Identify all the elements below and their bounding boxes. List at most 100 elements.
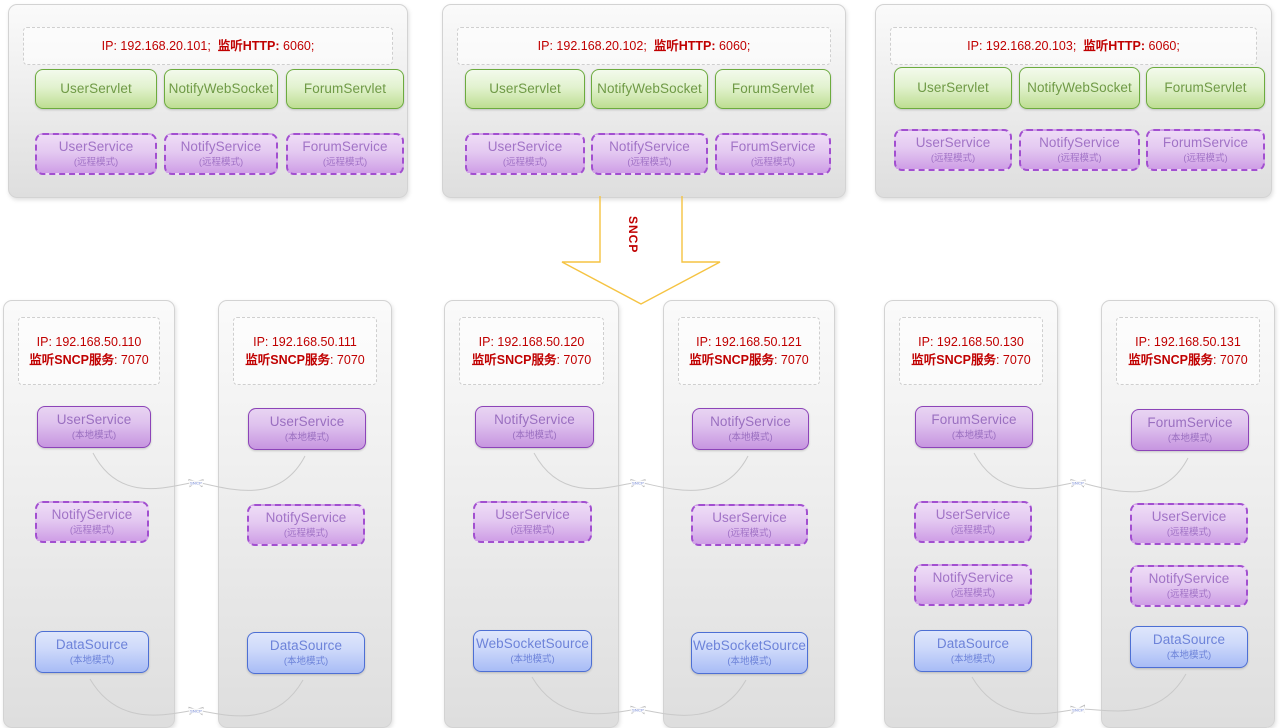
node-title: ForumServlet [1164, 80, 1247, 96]
node-title: NotifyService [1148, 571, 1230, 587]
service-host-panel-121: IP: 192.168.50.121 监听SNCP服务: 7070 Notify… [663, 300, 835, 728]
host-listen-label: 监听HTTP: [1083, 38, 1146, 53]
node-forumservlet[interactable]: ForumServlet [715, 69, 831, 109]
node-title: ForumService [931, 412, 1017, 428]
node-notifyservice-remote[interactable]: NotifyService (远程模式) [914, 564, 1032, 606]
node-notifyservice-remote[interactable]: NotifyService (远程模式) [35, 501, 149, 543]
node-title: NotifyService [180, 139, 262, 155]
node-userservlet[interactable]: UserServlet [894, 67, 1012, 109]
host-listen-label: 监听HTTP: [217, 38, 280, 53]
host-listen-port: : 7070 [329, 353, 365, 367]
node-notifyservice-remote[interactable]: NotifyService (远程模式) [247, 504, 365, 546]
host-listen-port: : 7070 [556, 353, 592, 367]
node-mode: (远程模式) [198, 157, 244, 169]
host-ip-header: IP: 192.168.20.101; 监听HTTP: 6060; [23, 27, 393, 65]
host-listen-port: : 7070 [995, 353, 1031, 367]
node-userservlet[interactable]: UserServlet [465, 69, 585, 109]
node-mode: (本地模式) [71, 430, 117, 442]
node-mode: (本地模式) [728, 432, 773, 444]
node-title: ForumServlet [731, 81, 815, 97]
node-notifywebsocket[interactable]: NotifyWebSocket [1019, 67, 1140, 109]
node-notifywebsocket[interactable]: NotifyWebSocket [164, 69, 278, 109]
host-ip-text: IP: 192.168.50.121 [696, 334, 802, 349]
node-userservice-remote[interactable]: UserService (远程模式) [914, 501, 1032, 543]
node-notifyservice-remote[interactable]: NotifyService (远程模式) [591, 133, 708, 175]
node-mode: (远程模式) [950, 588, 996, 600]
node-userservice-local[interactable]: UserService (本地模式) [37, 406, 151, 448]
node-notifywebsocket[interactable]: NotifyWebSocket [591, 69, 708, 109]
node-mode: (本地模式) [283, 656, 329, 668]
arc-label-sncp: SNCP [1071, 480, 1085, 486]
node-mode: (本地模式) [1166, 650, 1212, 662]
node-title: NotifyService [51, 507, 133, 523]
node-notifyservice-local[interactable]: NotifyService (本地模式) [475, 406, 594, 448]
node-forumservice-remote[interactable]: ForumService (远程模式) [286, 133, 404, 175]
node-mode: (远程模式) [322, 157, 368, 169]
node-userservice-remote[interactable]: UserService (远程模式) [465, 133, 585, 175]
node-forumservice-local[interactable]: ForumService (本地模式) [915, 406, 1033, 448]
node-mode: (远程模式) [69, 525, 115, 537]
node-title: NotifyService [710, 414, 791, 430]
node-title: NotifyWebSocket [1027, 80, 1132, 96]
node-userservice-remote[interactable]: UserService (远程模式) [473, 501, 592, 543]
node-notifyservice-remote[interactable]: NotifyService (远程模式) [1019, 129, 1140, 171]
host-listen-label: 监听SNCP服务 [689, 353, 774, 367]
host-listen-port: : 7070 [1212, 353, 1248, 367]
node-title: DataSource [269, 638, 343, 654]
node-datasource-local[interactable]: DataSource (本地模式) [247, 632, 365, 674]
node-userservice-remote[interactable]: UserService (远程模式) [894, 129, 1012, 171]
node-userservlet[interactable]: UserServlet [35, 69, 157, 109]
node-title: UserService [58, 139, 134, 155]
host-listen-port: 6060; [719, 38, 751, 53]
node-mode: (远程模式) [727, 528, 772, 540]
host-ip-header: IP: 192.168.20.103; 监听HTTP: 6060; [890, 27, 1257, 65]
web-host-panel-3: IP: 192.168.20.103; 监听HTTP: 6060; UserSe… [875, 4, 1272, 198]
host-listen-label: 监听SNCP服务 [29, 353, 114, 367]
web-host-panel-2: IP: 192.168.20.102; 监听HTTP: 6060; UserSe… [442, 4, 846, 198]
node-userservice-remote[interactable]: UserService (远程模式) [691, 504, 808, 546]
node-title: ForumService [1147, 415, 1233, 431]
node-title: ForumService [302, 139, 388, 155]
node-websocketsource-local[interactable]: WebSocketSource (本地模式) [473, 630, 592, 672]
host-ip-header: IP: 192.168.20.102; 监听HTTP: 6060; [457, 27, 831, 65]
node-title: ForumService [1162, 135, 1249, 151]
node-mode: (远程模式) [283, 528, 329, 540]
node-title: ForumService [730, 139, 816, 155]
node-notifyservice-local[interactable]: NotifyService (本地模式) [692, 408, 809, 450]
node-mode: (远程模式) [930, 153, 976, 165]
node-title: UserServlet [917, 80, 989, 96]
arc-label-sncp: SNCP [1071, 707, 1085, 713]
service-host-panel-110: IP: 192.168.50.110 监听SNCP服务: 7070 UserSe… [3, 300, 175, 728]
node-mode: (远程模式) [1166, 527, 1212, 539]
node-title: UserService [915, 135, 991, 151]
service-host-panel-120: IP: 192.168.50.120 监听SNCP服务: 7070 Notify… [444, 300, 619, 728]
node-userservice-remote[interactable]: UserService (远程模式) [1130, 503, 1248, 545]
node-userservice-remote[interactable]: UserService (远程模式) [35, 133, 157, 175]
node-title: NotifyWebSocket [168, 81, 274, 97]
node-datasource-local[interactable]: DataSource (本地模式) [1130, 626, 1248, 668]
node-notifyservice-remote[interactable]: NotifyService (远程模式) [1130, 565, 1248, 607]
host-listen-label: 监听SNCP服务 [1128, 353, 1213, 367]
node-datasource-local[interactable]: DataSource (本地模式) [914, 630, 1032, 672]
node-mode: (远程模式) [510, 525, 555, 537]
host-listen-label: 监听SNCP服务 [245, 353, 330, 367]
host-ip-header: IP: 192.168.50.120 监听SNCP服务: 7070 [459, 317, 604, 385]
node-title: UserServlet [60, 81, 132, 97]
node-forumservice-local[interactable]: ForumService (本地模式) [1131, 409, 1249, 451]
node-mode: (本地模式) [69, 655, 115, 667]
node-forumservice-remote[interactable]: ForumService (远程模式) [1146, 129, 1265, 171]
node-title: NotifyService [609, 139, 690, 155]
node-forumservlet[interactable]: ForumServlet [1146, 67, 1265, 109]
node-userservice-local[interactable]: UserService (本地模式) [248, 408, 366, 450]
node-title: DataSource [1152, 632, 1226, 648]
node-datasource-local[interactable]: DataSource (本地模式) [35, 631, 149, 673]
node-forumservlet[interactable]: ForumServlet [286, 69, 404, 109]
host-ip-header: IP: 192.168.50.130 监听SNCP服务: 7070 [899, 317, 1043, 385]
host-ip-text: IP: 192.168.20.101; [101, 38, 211, 53]
host-listen-label: 监听SNCP服务 [471, 353, 557, 367]
node-websocketsource-local[interactable]: WebSocketSource (本地模式) [691, 632, 808, 674]
node-title: UserService [56, 412, 132, 428]
node-notifyservice-remote[interactable]: NotifyService (远程模式) [164, 133, 278, 175]
node-forumservice-remote[interactable]: ForumService (远程模式) [715, 133, 831, 175]
